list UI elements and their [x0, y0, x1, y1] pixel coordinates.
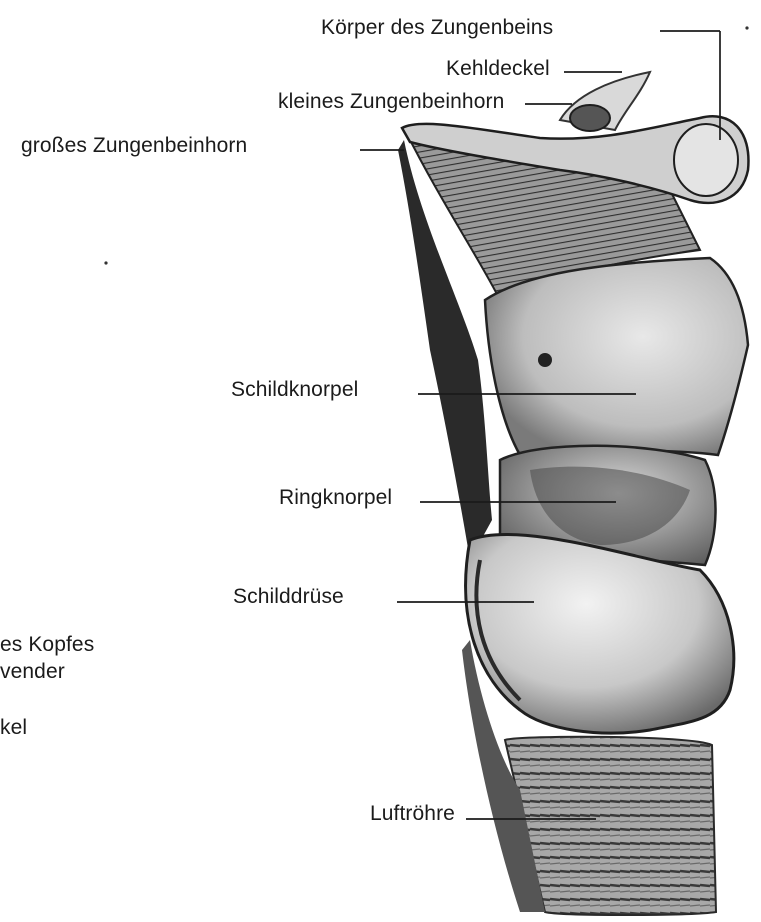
label-schilddruese: Schilddrüse: [233, 585, 344, 609]
label-kehldeckel: Kehldeckel: [446, 57, 550, 81]
cropped-text-line2: vender: [0, 660, 65, 684]
thyroid-cartilage: [485, 258, 748, 455]
label-luftroehre: Luftröhre: [370, 802, 455, 826]
label-ringknorpel: Ringknorpel: [279, 486, 392, 510]
cropped-text-line1: es Kopfes: [0, 633, 94, 657]
label-schildknorpel: Schildknorpel: [231, 378, 358, 402]
label-grosses-zungenbeinhorn: großes Zungenbeinhorn: [21, 134, 247, 158]
label-koerper-zungenbein: Körper des Zungenbeins: [321, 16, 553, 40]
cropped-text-line3: kel: [0, 716, 27, 740]
label-kleines-zungenbeinhorn: kleines Zungenbeinhorn: [278, 90, 504, 114]
